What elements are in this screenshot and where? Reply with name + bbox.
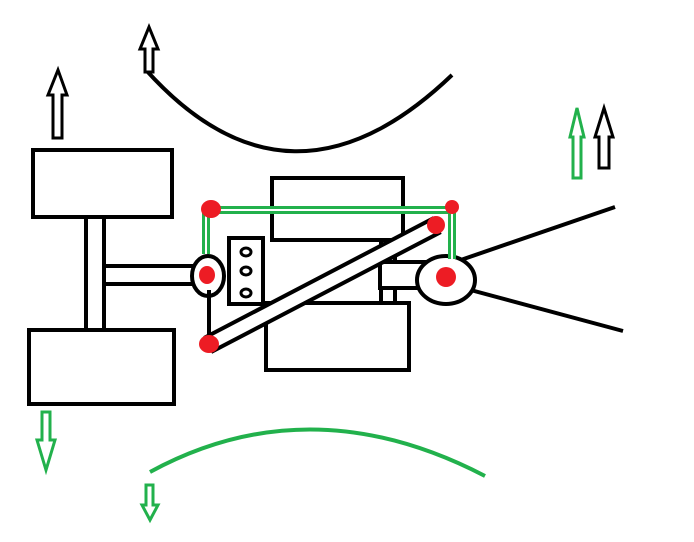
pivot-point [199, 335, 219, 353]
rear-left-block [27, 328, 176, 406]
radiating-line-lower [451, 283, 624, 333]
pivot-point [199, 266, 215, 284]
up-arrow-icon [137, 23, 161, 74]
down-arrow-icon [34, 410, 58, 476]
bearing-hole [239, 265, 253, 277]
front-left-block [31, 148, 174, 219]
pivot-point [436, 267, 456, 287]
pivot-point [201, 200, 221, 218]
bearing-hole [239, 246, 253, 258]
center-lower-block [264, 301, 411, 372]
vertical-axle [84, 215, 106, 332]
pivot-point [445, 200, 459, 214]
down-arrow-icon [139, 483, 161, 524]
up-arrow-icon [568, 107, 586, 180]
rotation-arc-top [144, 68, 454, 154]
up-arrow-icon [592, 102, 616, 170]
pivot-point [427, 216, 445, 234]
radiating-line-upper [451, 205, 616, 265]
rotation-arc-bottom [149, 427, 486, 478]
bearing-hole [239, 287, 253, 299]
up-arrow-icon [45, 65, 70, 140]
green-linkage-inner [205, 209, 453, 259]
horizontal-arm [102, 264, 201, 286]
